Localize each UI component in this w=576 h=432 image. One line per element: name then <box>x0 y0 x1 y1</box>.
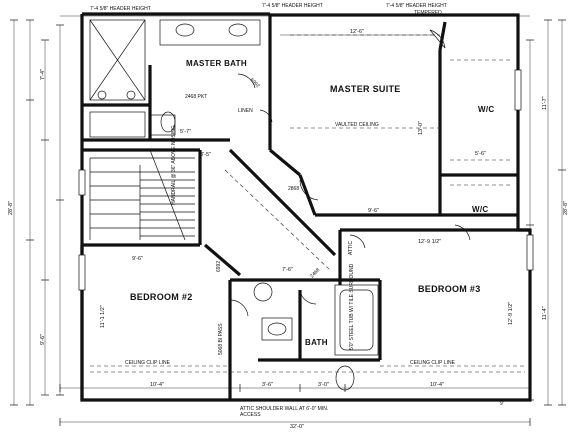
stair-treads <box>89 149 195 241</box>
note-ceiling-clip-right: CEILING CLIP LINE <box>410 360 456 366</box>
note-linen: LINEN <box>238 108 253 114</box>
note-door-2868: 2868 <box>288 186 299 192</box>
bath-fixtures <box>253 282 379 391</box>
dim-bed2-depth: 11'-1 1/2" <box>100 305 106 328</box>
dim-left-b: 9'-6" <box>40 334 46 345</box>
dim-bottom-left: 10'-4" <box>150 382 164 388</box>
dim-bed3-width: 12'-9 1/2" <box>418 239 441 245</box>
note-door-2468: 2468 <box>309 267 321 279</box>
note-handrail: HANDRAIL @ 36" ABOVE NOSING <box>171 125 177 205</box>
note-door-6992b: 6992 <box>216 261 222 272</box>
dim-bed2-width: 9'-6" <box>132 256 143 262</box>
dim-master-top: 12'-6" <box>350 29 364 35</box>
note-tub-surround: 5'0" STEEL TUB W/ TILE SURROUND <box>349 263 355 350</box>
master-suite-details <box>78 34 534 291</box>
label-wic-lower: W/C <box>472 205 488 214</box>
dim-bottom-mid2: 3'-0" <box>318 382 329 388</box>
dim-wic-w: 5'-6" <box>475 151 486 157</box>
dim-right-b: 11'-4" <box>542 306 548 320</box>
dim-stair-w: 9'-6" <box>368 208 379 214</box>
dim-bed3-depth: 12'-9 1/2" <box>508 302 514 325</box>
dim-right-total: 28'-8" <box>563 201 569 215</box>
dim-hall-a: 3'-5" <box>200 152 211 158</box>
note-ceiling-clip-left: CEILING CLIP LINE <box>125 360 171 366</box>
dim-right-a: 11'-7" <box>542 96 548 110</box>
dim-master-depth: 13'-0" <box>418 121 424 135</box>
label-bedroom-2: BEDROOM #2 <box>130 292 193 302</box>
note-shelf-lower-right: 9' <box>500 401 504 407</box>
note-attic: ATTIC <box>348 241 354 255</box>
dim-left-a: 7'-4" <box>40 69 46 80</box>
interior-walls <box>80 15 530 400</box>
note-tempered: TEMPERED <box>414 10 442 16</box>
note-bi-pass: 5068 BI PASS <box>218 323 224 355</box>
notes: 7'-4 5/8" HEADER HEIGHT 7'-4 5/8" HEADER… <box>90 3 504 418</box>
label-bath: BATH <box>305 338 328 347</box>
room-labels: MASTER SUITE MASTER BATH BEDROOM #2 BEDR… <box>130 59 494 347</box>
note-door-pkt: 2468 PKT <box>185 94 207 100</box>
note-header-top-mid: 7'-4 5/8" HEADER HEIGHT <box>262 3 323 9</box>
dim-bottom-mid: 3'-6" <box>262 382 273 388</box>
dim-left-total: 28'-8" <box>8 201 14 215</box>
label-master-bath: MASTER BATH <box>186 59 247 68</box>
label-bedroom-3: BEDROOM #3 <box>418 284 481 294</box>
dim-overall-bottom: 32'-0" <box>290 424 304 430</box>
label-master-suite: MASTER SUITE <box>330 84 401 94</box>
dim-bath-w: 5'-7" <box>180 129 191 135</box>
door-swings <box>229 29 471 317</box>
note-attic-access: ACCESS <box>240 412 261 418</box>
master-bath-fixtures <box>89 19 261 138</box>
note-header-top-left: 7'-4 5/8" HEADER HEIGHT <box>90 6 151 12</box>
dim-bottom-right: 10'-4" <box>430 382 444 388</box>
label-wic-upper: W/C <box>478 105 494 114</box>
ceiling-clip-lines <box>90 169 525 373</box>
note-header-top-right: 7'-4 5/8" HEADER HEIGHT <box>386 3 447 9</box>
dim-hall-b: 7'-6" <box>282 267 293 273</box>
note-vaulted: VAULTED CEILING <box>335 122 379 128</box>
dimension-text: 32'-0" 12'-6" 10'-4" 3'-6" 3'-0" 10'-4" … <box>8 29 569 430</box>
dimension-lines <box>10 15 566 426</box>
note-attic-shoulder: ATTIC SHOULDER WALL AT 6'-0" MIN. <box>240 406 328 412</box>
